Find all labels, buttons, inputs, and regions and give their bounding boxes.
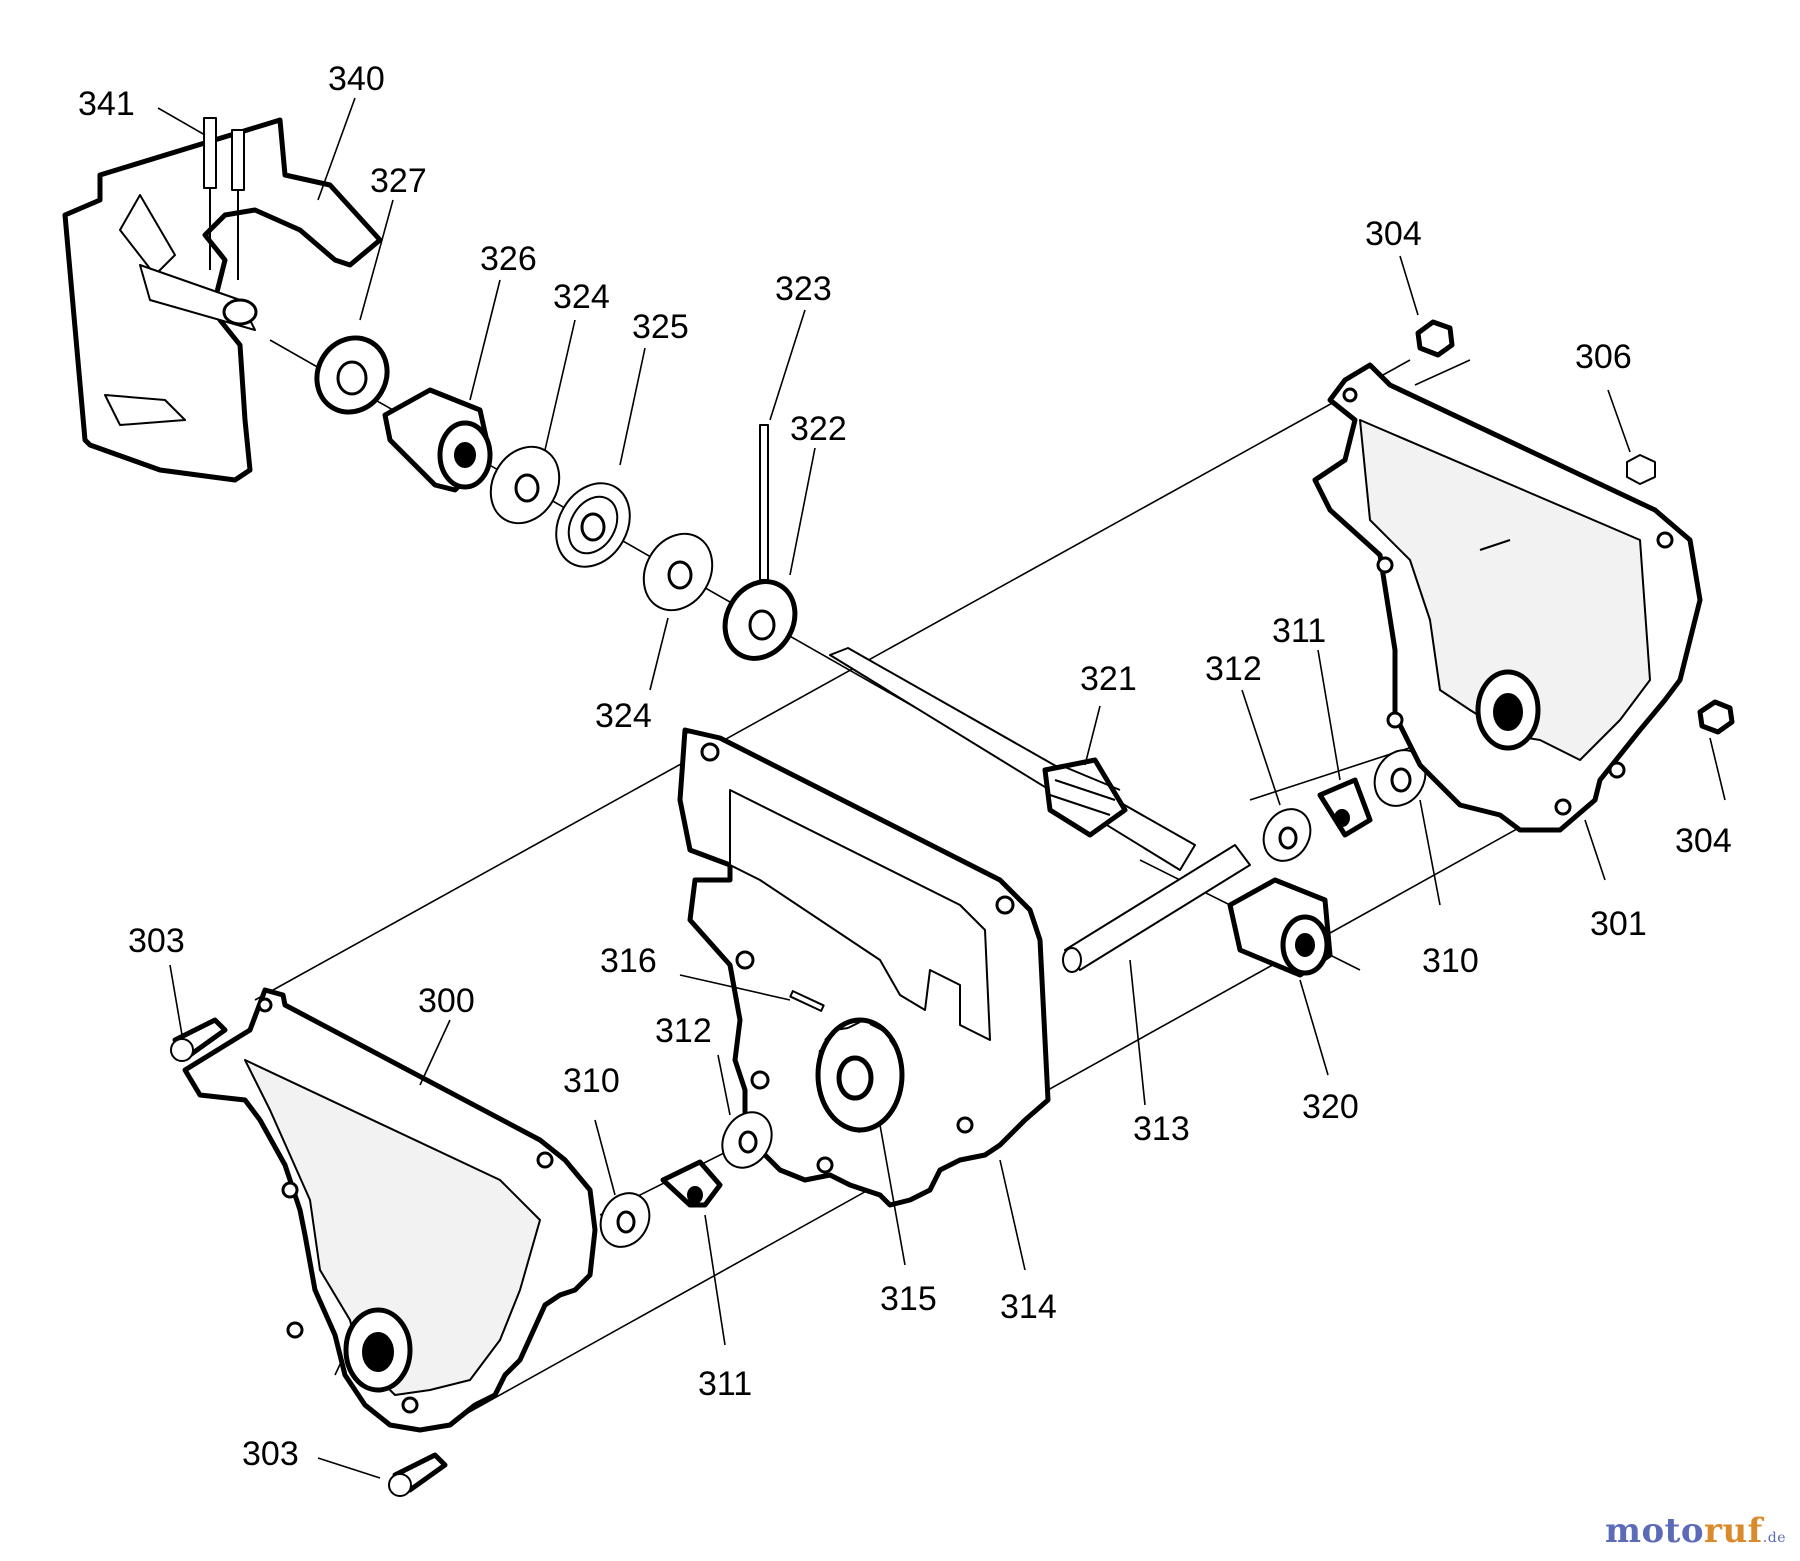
part-label-324-lower: 324 [595, 697, 652, 735]
part-label-340: 340 [328, 60, 385, 98]
washer-324-lower [642, 532, 714, 612]
part-label-310-right: 310 [1422, 942, 1479, 980]
bushing-326 [382, 387, 493, 493]
part-label-341: 341 [78, 85, 135, 123]
part-label-306: 306 [1575, 338, 1632, 376]
gear-case-300 [182, 987, 598, 1433]
part-label-316: 316 [600, 942, 657, 980]
part-label-314: 314 [1000, 1288, 1057, 1326]
washer-324-upper [489, 445, 561, 525]
part-label-304-right: 304 [1675, 822, 1732, 860]
part-label-320: 320 [1302, 1088, 1359, 1126]
part-label-322: 322 [790, 410, 847, 448]
part-label-312-right: 312 [1205, 650, 1262, 688]
part-label-304-top: 304 [1365, 215, 1422, 253]
leader-lines [157, 97, 1726, 1479]
part-label-311-right: 311 [1272, 612, 1326, 650]
watermark-part-3: .de [1762, 1530, 1786, 1546]
part-label-313: 313 [1133, 1110, 1190, 1148]
watermark-part-2: ruf [1704, 1511, 1763, 1551]
part-label-327: 327 [370, 162, 427, 200]
part-label-300: 300 [418, 982, 475, 1020]
bolts-303 [170, 1017, 448, 1497]
part-label-311-left: 311 [698, 1365, 752, 1403]
part-label-301: 301 [1590, 905, 1647, 943]
gear-315 [789, 990, 905, 1133]
part-label-323: 323 [775, 270, 832, 308]
washer-327 [314, 335, 390, 415]
hardware-right [1415, 319, 1735, 735]
part-label-324-upper: 324 [553, 278, 610, 316]
part-label-310-left: 310 [563, 1062, 620, 1100]
part-label-321: 321 [1080, 660, 1137, 698]
part-number-labels: 341 340 327 326 324 325 323 322 324 304 … [78, 60, 1732, 1473]
pin-shaft-313 [1062, 844, 1251, 973]
gear-case-301 [1312, 362, 1703, 833]
plate-314 [677, 727, 1051, 1208]
collar-322 [722, 424, 798, 661]
spacer-set-left [599, 1111, 773, 1248]
watermark-part-1: moto [1604, 1511, 1705, 1551]
part-label-303-bottom: 303 [242, 1435, 299, 1473]
watermark-logo: motoruf.de [1605, 1511, 1786, 1551]
part-label-326: 326 [480, 240, 537, 278]
part-label-303-top: 303 [128, 922, 185, 960]
bushing-320 [1227, 877, 1333, 978]
part-label-315: 315 [880, 1280, 937, 1318]
thrust-bearing-325 [555, 482, 631, 568]
part-label-312-left: 312 [655, 1012, 712, 1050]
spacer-set-right [1262, 749, 1427, 862]
part-label-325: 325 [632, 308, 689, 346]
chute-bracket-part [62, 117, 383, 483]
